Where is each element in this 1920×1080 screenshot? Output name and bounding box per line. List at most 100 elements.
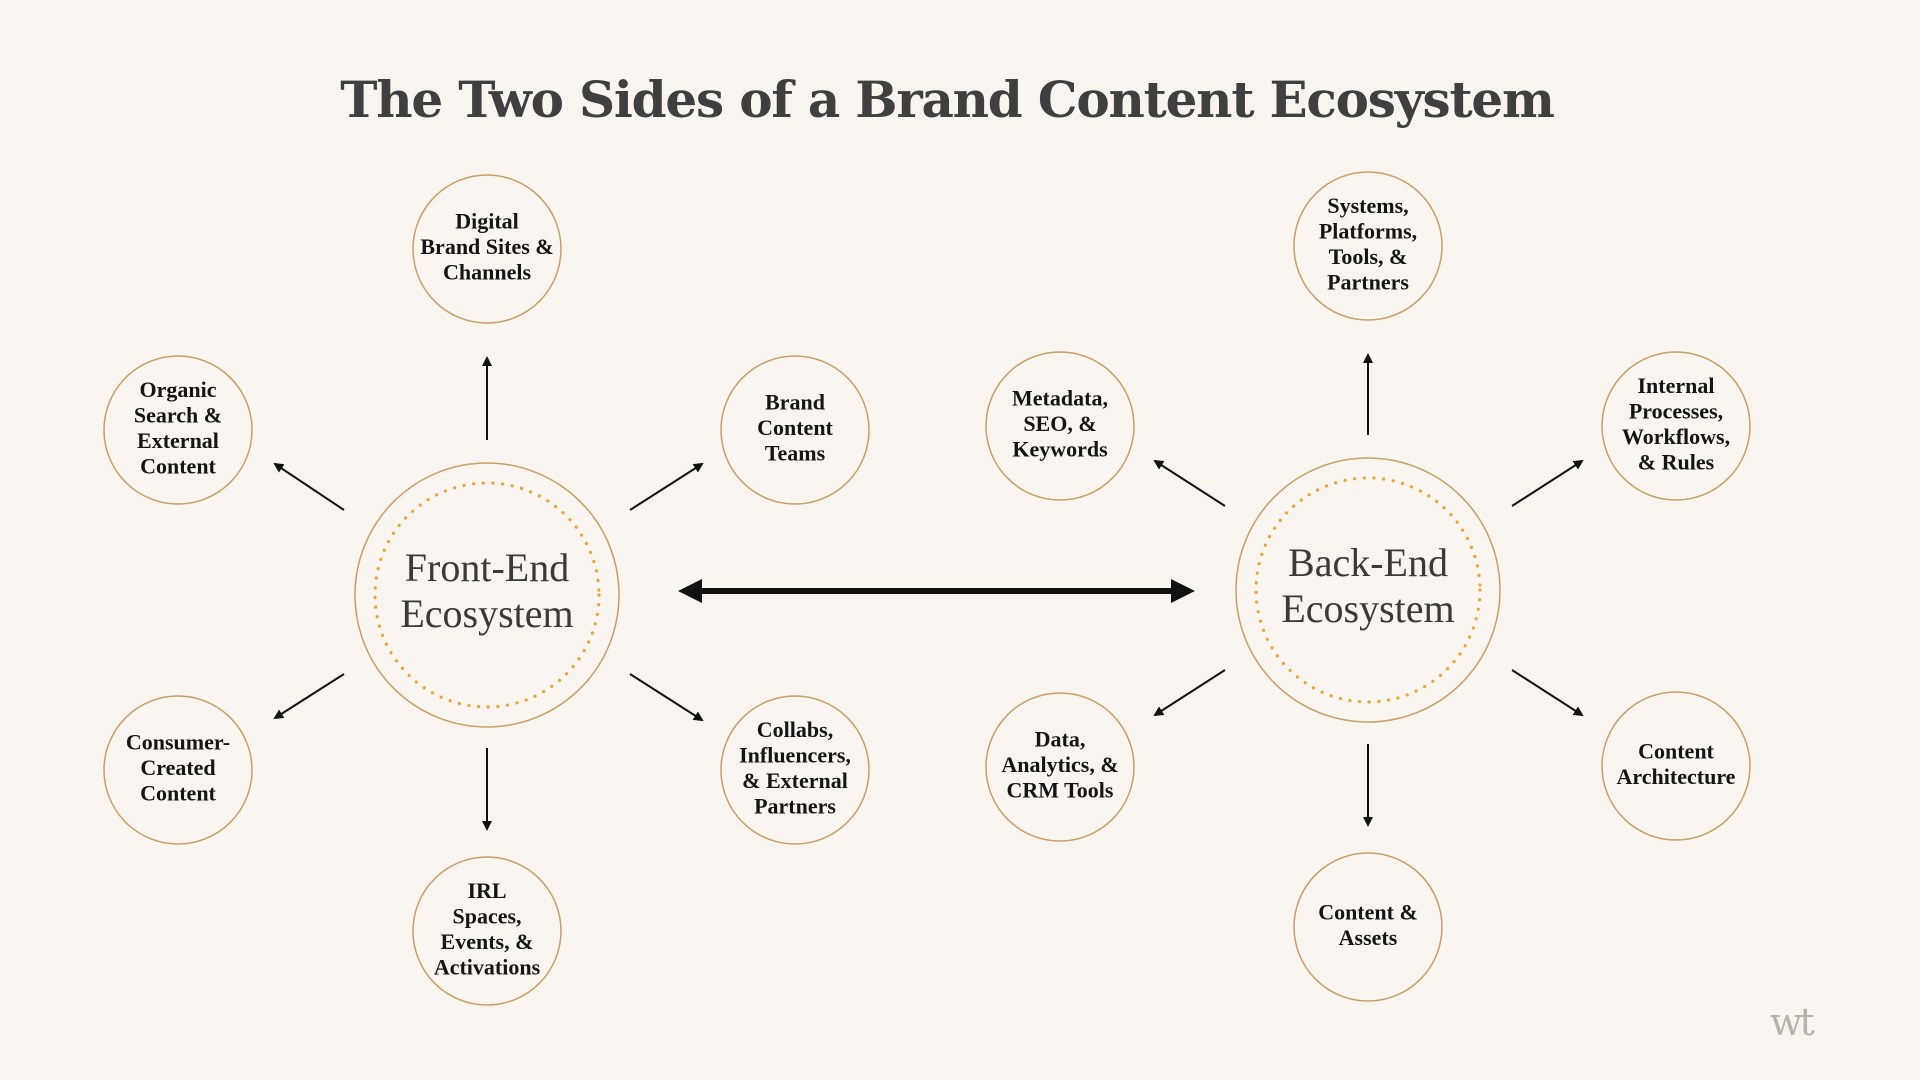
node-label-internal-processes-line: Workflows, <box>1622 424 1730 449</box>
node-label-data-analytics-line: Data, <box>1035 727 1086 752</box>
arrow-to-data-analytics <box>1153 669 1226 717</box>
node-label-digital-brand-sites-line: Brand Sites & <box>420 234 553 259</box>
node-label-organic-search-line: Search & <box>134 402 222 427</box>
node-circle <box>985 692 1135 842</box>
front-end-hub-label-line: Front-End <box>405 545 569 590</box>
node-label-content-architecture-line: Content <box>1638 738 1714 763</box>
node-label-digital-brand-sites-line: Channels <box>443 260 531 285</box>
front-end-hub-dotted-ring <box>373 481 601 709</box>
node-label-collabs-influencers-line: & External <box>742 768 848 793</box>
node-label-internal-processes-line: & Rules <box>1638 449 1715 474</box>
node-label-metadata-seo-line: SEO, & <box>1023 411 1096 436</box>
back-end-hub-label-line: Ecosystem <box>1281 586 1454 631</box>
node-label-content-assets: Content &Assets <box>1318 899 1418 950</box>
node-circle <box>103 355 253 505</box>
arrow-to-consumer-created-content <box>273 673 345 720</box>
bidirectional-arrow <box>678 579 1195 603</box>
node-circle <box>1293 852 1443 1002</box>
node-circle <box>720 355 870 505</box>
node-label-data-analytics-line: Analytics, & <box>1001 752 1118 777</box>
arrow-to-collabs-influencers <box>629 673 704 722</box>
node-label-metadata-seo-line: Metadata, <box>1012 386 1108 411</box>
node-circle <box>1601 351 1751 501</box>
node-label-content-assets-line: Content & <box>1318 899 1418 924</box>
arrow-to-organic-search <box>273 462 345 511</box>
node-circle <box>412 856 562 1006</box>
node-label-systems-platforms-line: Systems, <box>1327 193 1408 218</box>
node-label-organic-search-line: Content <box>140 453 216 478</box>
node-metadata-seo: Metadata,SEO, &Keywords <box>985 351 1135 501</box>
node-label-brand-content-teams-line: Brand <box>765 390 825 415</box>
node-circle <box>412 174 562 324</box>
node-label-irl-spaces-line: IRL <box>467 878 506 903</box>
back-end-hub-outer-ring <box>1235 457 1501 723</box>
brand-logo: wt <box>1770 1000 1815 1044</box>
node-systems-platforms: Systems,Platforms,Tools, &Partners <box>1293 171 1443 321</box>
arrow-to-internal-processes <box>1511 459 1584 507</box>
node-label-organic-search-line: External <box>137 428 219 453</box>
back-end-hub-dotted-ring <box>1254 476 1482 704</box>
node-label-systems-platforms-line: Tools, & <box>1329 244 1408 269</box>
node-label-consumer-created-content-line: Created <box>140 755 215 780</box>
node-label-metadata-seo: Metadata,SEO, &Keywords <box>1012 386 1108 462</box>
node-circle <box>985 351 1135 501</box>
front-end-hub-outer-ring <box>354 462 620 728</box>
node-label-irl-spaces-line: Activations <box>434 954 541 979</box>
node-label-systems-platforms: Systems,Platforms,Tools, &Partners <box>1319 193 1417 295</box>
node-label-consumer-created-content-line: Content <box>140 781 216 806</box>
diagram-title: The Two Sides of a Brand Content Ecosyst… <box>340 70 1555 129</box>
arrow-to-content-architecture <box>1511 669 1584 717</box>
node-label-collabs-influencers-line: Partners <box>754 793 836 818</box>
node-label-internal-processes-line: Processes, <box>1629 398 1723 423</box>
node-label-irl-spaces-line: Spaces, <box>452 903 521 928</box>
bidirectional-arrow-right-head <box>1171 579 1195 603</box>
node-label-data-analytics: Data,Analytics, &CRM Tools <box>1001 727 1118 803</box>
node-label-brand-content-teams-line: Teams <box>765 441 826 466</box>
node-circle <box>1293 171 1443 321</box>
node-label-content-assets-line: Assets <box>1339 925 1398 950</box>
bidirectional-arrow-left-head <box>678 579 702 603</box>
node-label-systems-platforms-line: Platforms, <box>1319 218 1417 243</box>
front-end-hub-label-line: Ecosystem <box>400 591 573 636</box>
node-label-systems-platforms-line: Partners <box>1327 269 1409 294</box>
arrow-to-brand-content-teams <box>629 462 704 511</box>
node-label-irl-spaces-line: Events, & <box>441 929 534 954</box>
node-label-collabs-influencers-line: Collabs, <box>757 717 833 742</box>
node-circle <box>1601 691 1751 841</box>
node-label-organic-search-line: Organic <box>140 377 217 402</box>
node-label-content-architecture-line: Architecture <box>1617 764 1736 789</box>
arrow-to-metadata-seo <box>1153 459 1226 507</box>
node-circle <box>103 695 253 845</box>
node-label-data-analytics-line: CRM Tools <box>1007 778 1114 803</box>
node-label-brand-content-teams-line: Content <box>757 415 833 440</box>
back-end-hub-label-line: Back-End <box>1288 540 1448 585</box>
node-label-digital-brand-sites-line: Digital <box>455 209 519 234</box>
node-circle <box>720 695 870 845</box>
node-content-assets: Content &Assets <box>1293 852 1443 1002</box>
node-label-metadata-seo-line: Keywords <box>1012 437 1108 462</box>
node-data-analytics: Data,Analytics, &CRM Tools <box>985 692 1135 842</box>
node-label-consumer-created-content-line: Consumer- <box>126 730 230 755</box>
node-label-collabs-influencers-line: Influencers, <box>739 742 851 767</box>
